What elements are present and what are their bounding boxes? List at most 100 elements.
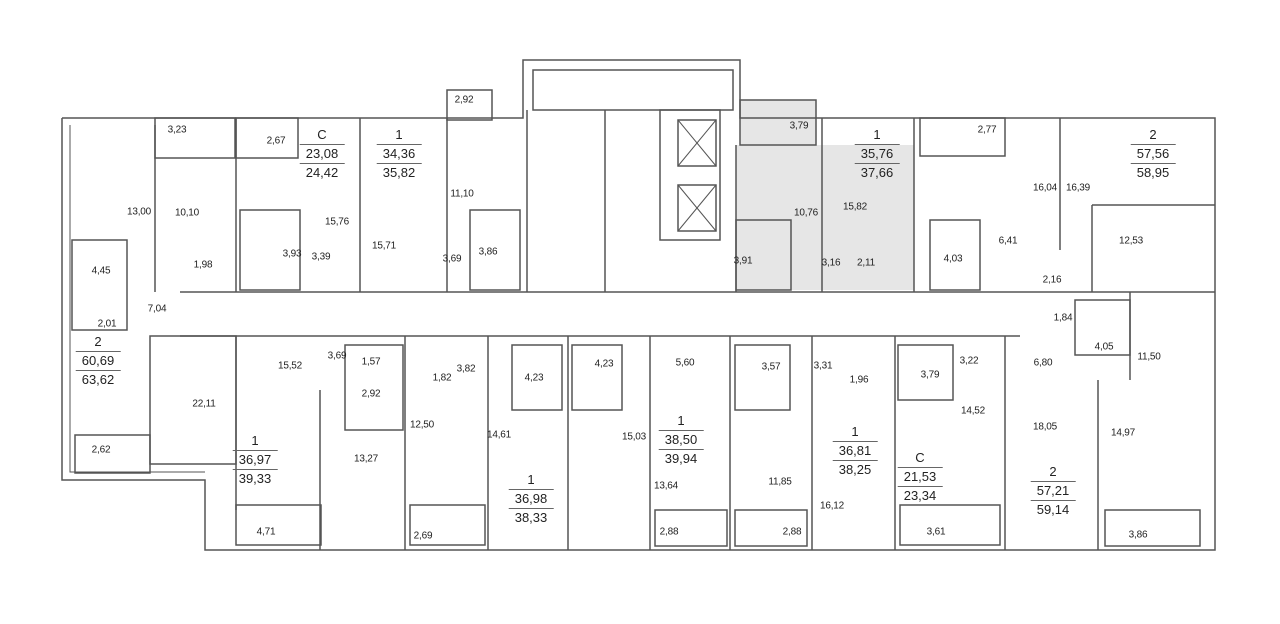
room-area: 15,71 (371, 240, 397, 252)
room-area: 3,61 (926, 526, 946, 538)
room-area: 2,01 (97, 318, 117, 330)
living-area: 57,21 (1030, 481, 1076, 500)
room-area: 15,82 (842, 201, 868, 213)
room-area: 3,22 (959, 355, 979, 367)
room-area: 2,88 (782, 526, 802, 538)
room-area: 3,69 (442, 253, 462, 265)
room-area: 4,45 (91, 265, 111, 277)
room-area: 3,79 (789, 120, 809, 132)
apartment-type: 1 (251, 433, 259, 448)
apartment-type: 2 (1149, 127, 1157, 142)
room-area: 16,12 (819, 500, 845, 512)
room-area: 3,82 (456, 363, 476, 375)
room-area: 1,98 (193, 259, 213, 271)
room-area: 14,52 (960, 405, 986, 417)
total-area: 23,34 (897, 486, 943, 505)
total-area: 39,94 (658, 449, 704, 468)
total-area: 35,82 (376, 163, 422, 182)
total-area: 38,25 (832, 460, 878, 479)
room-area: 15,03 (621, 431, 647, 443)
room-area: 6,80 (1033, 357, 1053, 369)
room-area: 15,52 (277, 360, 303, 372)
room-area: 3,91 (733, 255, 753, 267)
room-area: 3,79 (920, 369, 940, 381)
room-area: 4,23 (594, 358, 614, 370)
room-area: 3,16 (821, 257, 841, 269)
room-area: 4,71 (256, 526, 276, 538)
living-area: 38,50 (658, 430, 704, 449)
room-area: 2,88 (659, 526, 679, 538)
room-area: 1,82 (432, 372, 452, 384)
room-area: 3,69 (327, 350, 347, 362)
room-area: 6,41 (998, 235, 1018, 247)
room-area: 1,96 (849, 374, 869, 386)
room-area: 13,64 (653, 480, 679, 492)
room-area: 2,92 (361, 388, 381, 400)
room-area: 14,97 (1110, 427, 1136, 439)
apartment-type: 2 (94, 334, 102, 349)
room-area: 15,76 (324, 216, 350, 228)
room-area: 12,50 (409, 419, 435, 431)
room-area: 2,62 (91, 444, 111, 456)
room-area: 10,10 (174, 207, 200, 219)
apartment-type: 1 (527, 472, 535, 487)
living-area: 34,36 (376, 144, 422, 163)
room-area: 3,31 (813, 360, 833, 372)
building-outline (61, 59, 1216, 551)
room-area: 3,23 (167, 124, 187, 136)
total-area: 24,42 (299, 163, 345, 182)
room-area: 10,76 (793, 207, 819, 219)
living-area: 60,69 (75, 351, 121, 370)
room-area: 11,85 (768, 476, 792, 488)
living-area: 21,53 (897, 467, 943, 486)
total-area: 39,33 (232, 469, 278, 488)
room-area: 18,05 (1032, 421, 1058, 433)
room-area: 11,10 (450, 188, 474, 200)
living-area: 36,81 (832, 441, 878, 460)
living-area: 36,98 (508, 489, 554, 508)
total-area: 58,95 (1130, 163, 1176, 182)
room-area: 2,11 (857, 257, 875, 269)
room-area: 1,57 (361, 356, 381, 368)
room-area: 2,16 (1042, 274, 1062, 286)
room-area: 12,53 (1118, 235, 1144, 247)
room-area: 13,27 (353, 453, 379, 465)
total-area: 59,14 (1030, 500, 1076, 519)
room-area: 5,60 (675, 357, 695, 369)
apartment-type: 2 (1049, 464, 1057, 479)
room-area: 4,05 (1094, 341, 1114, 353)
room-area: 2,92 (454, 94, 474, 106)
room-area: 3,57 (761, 361, 781, 373)
apartment-type: С (915, 450, 925, 465)
room-area: 2,69 (413, 530, 433, 542)
living-area: 35,76 (854, 144, 900, 163)
room-area: 13,00 (126, 206, 152, 218)
apartment-type: 1 (395, 127, 403, 142)
bottom-apartment-walls (74, 292, 1201, 550)
room-area: 22,11 (192, 398, 216, 410)
room-area: 16,39 (1065, 182, 1091, 194)
room-area: 16,04 (1032, 182, 1058, 194)
total-area: 38,33 (508, 508, 554, 527)
room-area: 3,39 (311, 251, 331, 263)
living-area: 23,08 (299, 144, 345, 163)
apartment-type: 1 (873, 127, 881, 142)
room-area: 2,77 (977, 124, 997, 136)
apartment-type: 1 (851, 424, 859, 439)
room-area: 3,93 (282, 248, 302, 260)
total-area: 63,62 (75, 370, 121, 389)
apartment-type: С (317, 127, 327, 142)
room-area: 14,61 (486, 429, 512, 441)
